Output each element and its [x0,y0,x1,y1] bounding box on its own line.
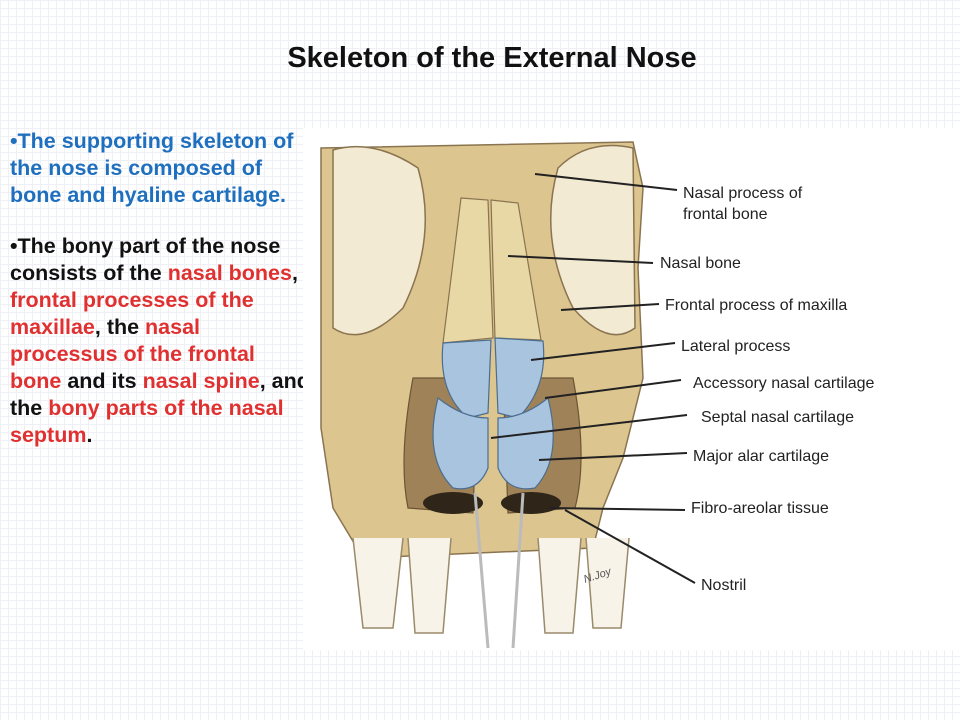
label-frontal-process-maxilla: Frontal process of maxilla [665,297,847,314]
label-lateral-process: Lateral process [681,338,790,355]
nose-illustration: Nasal process of frontal bone Nasal bone… [320,141,875,649]
nose-skeleton-figure: Nasal process of frontal bone Nasal bone… [303,128,960,650]
p2-text-5: , and the [10,369,310,420]
label-nostril: Nostril [701,577,746,594]
p2-text-3: , the [94,315,146,339]
label-major-alar-cartilage: Major alar cartilage [693,448,829,465]
leader-lines [490,173,696,584]
paragraph-supporting-skeleton: •The supporting skeleton of the nose is … [10,128,310,209]
major-alar-right [497,396,554,490]
probe-left [473,492,490,649]
label-accessory-nasal-cartilage: Accessory nasal cartilage [693,375,875,392]
probe-right [511,492,525,649]
p2-text-6: . [86,423,93,447]
paragraph1-text: The supporting skeleton of the nose is c… [10,129,294,207]
label-fibro-areolar-tissue: Fibro-areolar tissue [691,500,829,517]
highlight-nasal-bones: nasal bones [167,261,292,285]
nasal-bone-right [490,199,542,341]
right-orbit [550,144,636,336]
major-alar-left [432,396,489,490]
text-column: •The supporting skeleton of the nose is … [10,128,310,449]
highlight-frontal-processes: frontal processes of the maxillae [10,288,254,339]
label-nasal-process-1: Nasal process of [683,185,803,202]
highlight-nasal-spine: nasal spine [142,369,260,393]
label-nasal-bone: Nasal bone [660,255,741,272]
lateral-cartilage-left [441,339,492,419]
left-orbit [332,145,426,336]
p2-text-1: The bony part of the nose consists of th… [10,234,281,285]
highlight-nasal-processus: nasal processus of the frontal bone [10,315,255,393]
label-nasal-process-2: frontal bone [683,206,768,223]
bullet: • [10,234,18,258]
nostril-right [501,492,561,514]
p2-text-4: and its [61,369,143,393]
paragraph-bony-part: •The bony part of the nose consists of t… [10,233,310,449]
p2-text-2: , [291,261,298,285]
label-septal-nasal-cartilage: Septal nasal cartilage [701,409,854,426]
teeth [352,537,630,634]
nostril-left [423,492,483,514]
slide-title: Skeleton of the External Nose [287,42,697,74]
nasal-bone-left [442,197,494,344]
highlight-bony-septum: bony parts of the nasal septum [10,396,284,447]
bullet: • [10,129,18,153]
